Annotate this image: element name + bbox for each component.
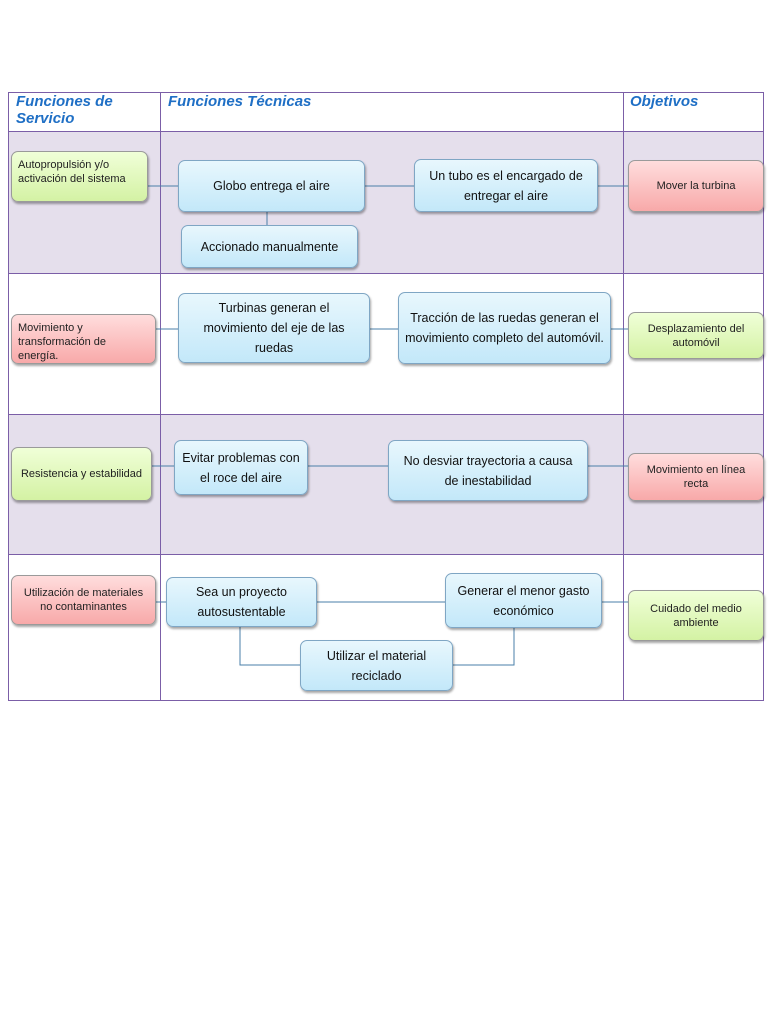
technical-box-traccion: Tracción de las ruedas generan el movimi… (398, 292, 611, 364)
technical-box-gasto: Generar el menor gasto económico (445, 573, 602, 628)
connector-r4-proyecto-reciclado (239, 627, 300, 666)
technical-box-proyecto: Sea un proyecto autosustentable (166, 577, 317, 627)
technical-box-tubo: Un tubo es el encargado de entregar el a… (414, 159, 598, 212)
service-box-4: Utilización de materiales no contaminant… (11, 575, 156, 625)
service-box-3: Resistencia y estabilidad (11, 447, 152, 501)
technical-box-turbinas: Turbinas generan el movimiento del eje d… (178, 293, 370, 363)
header-service-text: Funciones de Servicio (16, 93, 113, 127)
connector-r4-gasto-reciclado (453, 628, 515, 666)
objective-box-4: Cuidado del medio ambiente (628, 590, 764, 641)
technical-box-evitar: Evitar problemas con el roce del aire (174, 440, 308, 495)
technical-box-globo: Globo entrega el aire (178, 160, 365, 212)
technical-box-reciclado: Utilizar el material reciclado (300, 640, 453, 691)
technical-box-desviar: No desviar trayectoria a causa de inesta… (388, 440, 588, 501)
header-technical-text: Funciones Técnicas (168, 93, 312, 110)
service-box-2: Movimiento y transformación de energía. (11, 314, 156, 364)
objective-box-1: Mover la turbina (628, 160, 764, 212)
technical-box-manual: Accionado manualmente (181, 225, 358, 268)
objective-box-3: Movimiento en línea recta (628, 453, 764, 501)
objective-box-2: Desplazamiento del automóvil (628, 312, 764, 359)
header-objectives-text: Objetivos (630, 93, 699, 110)
service-box-1: Autopropulsión y/o activación del sistem… (11, 151, 148, 202)
